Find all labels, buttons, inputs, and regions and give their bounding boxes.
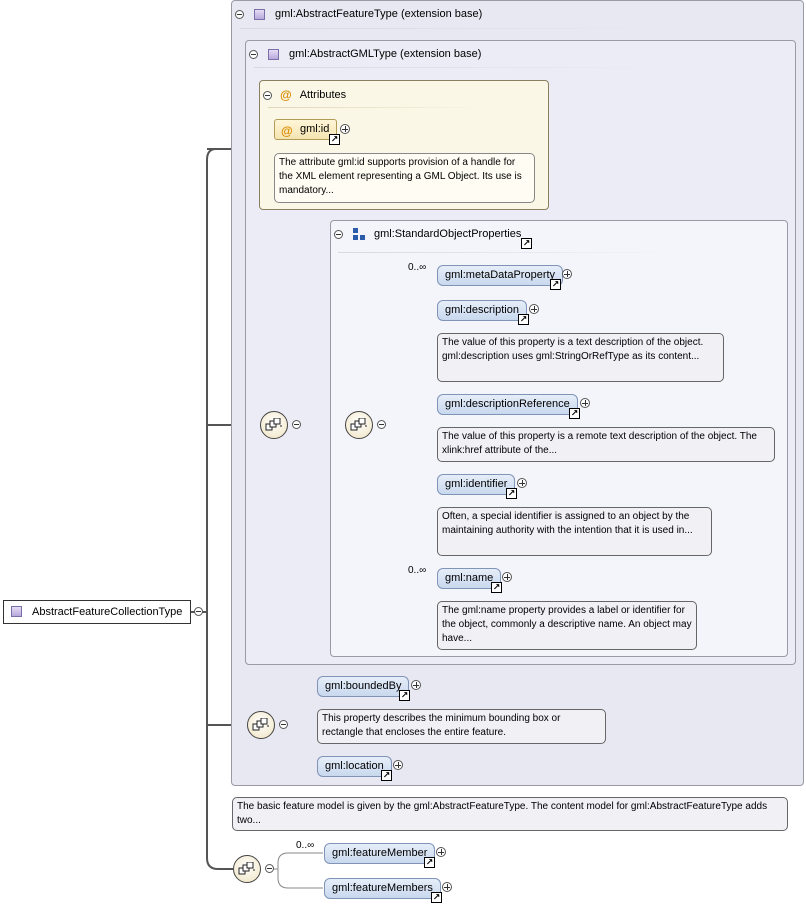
expand-toggle-gml-id[interactable]: [340, 124, 350, 134]
collapse-toggle-standard-properties[interactable]: [334, 229, 343, 239]
collapse-toggle-sequence[interactable]: [279, 720, 288, 729]
sequence-compositor-icon: [247, 711, 275, 739]
link-arrow-icon[interactable]: ↗: [521, 238, 532, 249]
attribute-icon: @: [280, 88, 292, 102]
element-location-label: gml:location: [325, 760, 384, 772]
expand-toggle-descriptionreference[interactable]: [580, 398, 590, 408]
cardinality-label: 0..∞: [296, 840, 315, 851]
gml-type-header: gml:AbstractGMLType (extension base): [249, 48, 481, 60]
element-identifier[interactable]: gml:identifier: [437, 474, 516, 495]
element-boundedby-label: gml:boundedBy: [325, 680, 402, 692]
boundedby-doc-text: This property describes the minimum boun…: [322, 713, 561, 738]
element-metadataproperty-label: gml:metaDataProperty: [445, 269, 556, 281]
element-featuremembers-label: gml:featureMembers: [332, 882, 433, 894]
element-name-label: gml:name: [445, 572, 494, 584]
attributes-title: Attributes: [299, 89, 347, 101]
description-annotation: The value of this property is a text des…: [437, 333, 724, 382]
feature-type-header: gml:AbstractFeatureType (extension base): [235, 8, 482, 20]
link-arrow-icon[interactable]: ↗: [381, 770, 392, 781]
link-arrow-icon[interactable]: ↗: [399, 690, 410, 701]
collapse-toggle-sequence[interactable]: [265, 864, 274, 873]
element-featuremember-label: gml:featureMember: [332, 847, 428, 859]
attribute-icon: @: [281, 124, 293, 138]
collapse-toggle-gml-type[interactable]: [249, 49, 258, 59]
collapse-toggle-sequence[interactable]: [377, 420, 386, 429]
gml-type-title: gml:AbstractGMLType (extension base): [289, 48, 482, 60]
collapse-toggle-sequence[interactable]: [292, 420, 301, 429]
sequence-compositor-icon: [233, 855, 261, 883]
link-arrow-icon[interactable]: ↗: [491, 582, 502, 593]
collapse-toggle-root[interactable]: [194, 607, 203, 616]
sequence-compositor-icon: [260, 411, 288, 439]
feature-type-doc-text: The basic feature model is given by the …: [237, 801, 768, 826]
element-descriptionreference[interactable]: gml:descriptionReference: [437, 394, 578, 415]
expand-toggle-description[interactable]: [529, 304, 539, 314]
expand-toggle-name[interactable]: [502, 572, 512, 582]
gml-id-doc-text: The attribute gml:id supports provision …: [279, 157, 522, 196]
cardinality-label: 0..∞: [408, 565, 427, 576]
header-underline: [338, 252, 678, 253]
complex-type-icon: [11, 606, 22, 617]
element-name[interactable]: gml:name: [437, 568, 502, 589]
attributes-header: @ Attributes: [263, 88, 346, 102]
root-type-box[interactable]: AbstractFeatureCollectionType: [3, 600, 192, 624]
element-featuremembers[interactable]: gml:featureMembers: [324, 878, 441, 899]
element-descriptionreference-label: gml:descriptionReference: [445, 398, 570, 410]
element-identifier-label: gml:identifier: [445, 478, 508, 490]
gml-id-annotation: The attribute gml:id supports provision …: [274, 153, 535, 203]
cardinality-label: 0..∞: [408, 262, 427, 273]
expand-toggle-location[interactable]: [393, 760, 403, 770]
header-underline: [254, 67, 664, 68]
feature-type-title: gml:AbstractFeatureType (extension base): [275, 8, 483, 20]
name-annotation: The gml:name property provides a label o…: [437, 601, 697, 650]
sequence-compositor-icon: [345, 411, 373, 439]
descriptionreference-annotation: The value of this property is a remote t…: [437, 427, 775, 462]
expand-toggle-metadataproperty[interactable]: [562, 269, 572, 279]
root-type-label: AbstractFeatureCollectionType: [32, 606, 183, 618]
header-underline: [240, 28, 660, 29]
complex-type-icon: [268, 48, 279, 60]
element-description-label: gml:description: [445, 304, 519, 316]
complex-type-icon: [254, 8, 265, 20]
group-icon: [353, 228, 365, 240]
element-location[interactable]: gml:location: [317, 756, 392, 777]
standard-properties-title: gml:StandardObjectProperties: [374, 228, 522, 240]
expand-toggle-identifier[interactable]: [517, 478, 527, 488]
standard-properties-header: gml:StandardObjectProperties: [334, 228, 521, 240]
link-arrow-icon[interactable]: ↗: [329, 134, 340, 145]
link-arrow-icon[interactable]: ↗: [424, 857, 435, 868]
collapse-toggle-feature-type[interactable]: [235, 9, 244, 19]
link-arrow-icon[interactable]: ↗: [431, 892, 442, 903]
name-doc-text: The gml:name property provides a label o…: [442, 605, 692, 644]
collapse-toggle-attributes[interactable]: [263, 90, 272, 100]
link-arrow-icon[interactable]: ↗: [550, 279, 561, 290]
identifier-doc-text: Often, a special identifier is assigned …: [442, 511, 693, 536]
expand-toggle-boundedby[interactable]: [411, 680, 421, 690]
descriptionreference-doc-text: The value of this property is a remote t…: [442, 431, 757, 456]
link-arrow-icon[interactable]: ↗: [518, 314, 529, 325]
element-featuremember[interactable]: gml:featureMember: [324, 843, 436, 864]
element-description[interactable]: gml:description: [437, 300, 527, 321]
attribute-gml-id-label: gml:id: [300, 123, 330, 135]
boundedby-annotation: This property describes the minimum boun…: [317, 709, 606, 744]
expand-toggle-featuremembers[interactable]: [442, 882, 452, 892]
description-doc-text: The value of this property is a text des…: [442, 337, 704, 362]
expand-toggle-featuremember[interactable]: [436, 847, 446, 857]
element-metadataproperty[interactable]: gml:metaDataProperty: [437, 265, 564, 286]
header-underline: [268, 107, 488, 108]
identifier-annotation: Often, a special identifier is assigned …: [437, 507, 712, 556]
link-arrow-icon[interactable]: ↗: [506, 488, 517, 499]
link-arrow-icon[interactable]: ↗: [569, 408, 580, 419]
feature-type-annotation: The basic feature model is given by the …: [232, 797, 788, 831]
attribute-gml-id[interactable]: @ gml:id: [274, 119, 337, 140]
element-boundedby[interactable]: gml:boundedBy: [317, 676, 410, 697]
